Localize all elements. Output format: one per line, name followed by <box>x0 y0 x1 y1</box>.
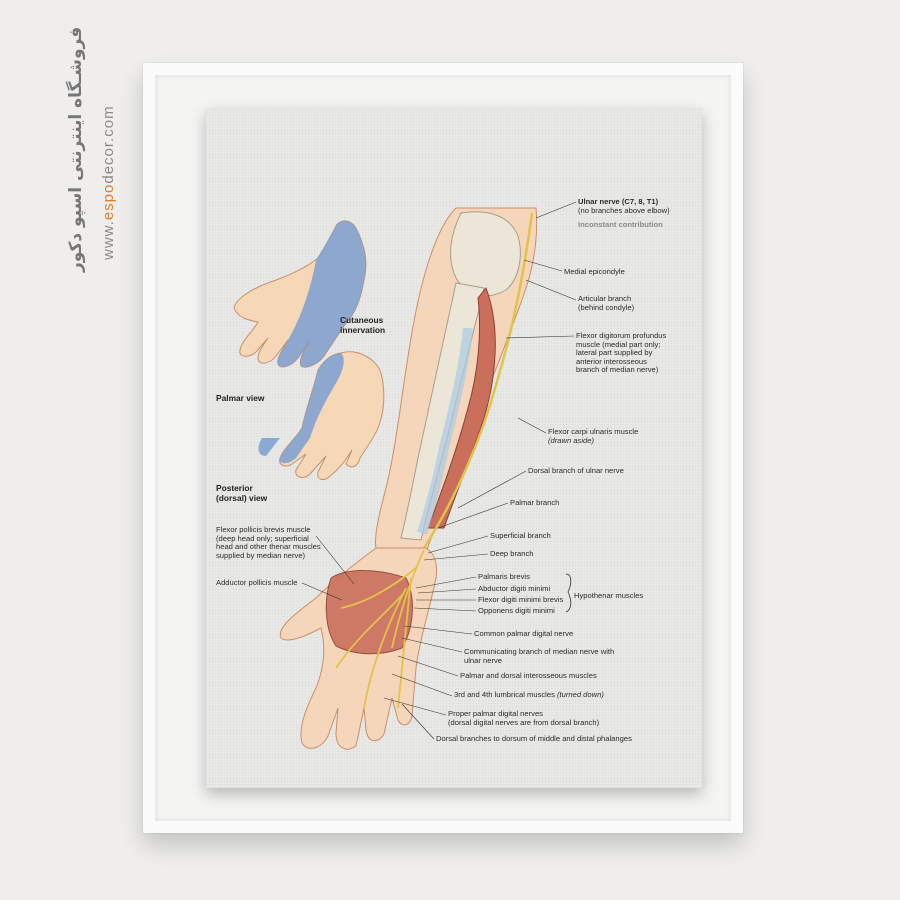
flexor-digiti-minimi-brevis-label: Flexor digiti minimi brevis <box>478 595 564 604</box>
store-name-watermark: فروشـگاه اینترنتی اسپو دکور <box>66 26 86 272</box>
deep-branch-label: Deep branch <box>490 549 534 558</box>
ulnar-nerve-note: (no branches above elbow) <box>578 206 670 215</box>
opponens-digiti-minimi-label: Opponens digiti minimi <box>478 606 555 615</box>
dorsal-branch-label: Dorsal branch of ulnar nerve <box>528 466 624 475</box>
dorsal-branches-phalanges-label: Dorsal branches to dorsum of middle and … <box>436 734 632 743</box>
url-prefix: www. <box>100 220 117 260</box>
palmar-branch-label: Palmar branch <box>510 498 560 507</box>
inconstant-contribution-label: Inconstant contribution <box>578 220 663 229</box>
url-suffix: decor.com <box>100 105 117 184</box>
leader-lines <box>301 201 577 740</box>
lumbrical-muscles-label: 3rd and 4th lumbrical muscles (turned do… <box>454 690 604 699</box>
medial-epicondyle-label: Medial epicondyle <box>564 267 625 276</box>
articular-branch-label: Articular branch(behind condyle) <box>578 294 635 312</box>
forearm-illustration <box>375 207 538 554</box>
abductor-digiti-minimi-label: Abductor digiti minimi <box>478 584 551 593</box>
communicating-branch-label: Communicating branch of median nerve wit… <box>464 647 615 665</box>
superficial-branch-label: Superficial branch <box>490 531 551 540</box>
interosseous-muscles-label: Palmar and dorsal interosseous muscles <box>460 671 597 680</box>
ulnar-nerve-label: Ulnar nerve (C7, 8, T1) <box>578 197 659 206</box>
dorsal-view-hand-illustration <box>258 351 385 480</box>
hypothenar-brace <box>565 573 572 613</box>
palmar-view-caption: Palmar view <box>216 393 265 403</box>
posterior-view-caption: Posterior(dorsal) view <box>216 483 268 503</box>
fcu-muscle-label: Flexor carpi ulnaris muscle(drawn aside) <box>548 427 639 445</box>
common-palmar-digital-nerve-label: Common palmar digital nerve <box>474 629 574 638</box>
flexor-pollicis-brevis-label: Flexor pollicis brevis muscle(deep head … <box>216 525 321 560</box>
palmar-view-hand-illustration <box>233 220 367 368</box>
hypothenar-muscles-label: Hypothenar muscles <box>574 591 644 600</box>
adductor-pollicis-label: Adductor pollicis muscle <box>216 578 298 587</box>
url-accent: espo <box>100 183 117 221</box>
proper-palmar-digital-nerves-label: Proper palmar digital nerves(dorsal digi… <box>448 709 600 727</box>
anatomy-illustration <box>233 201 577 750</box>
hand-nerve-illustration <box>279 547 437 750</box>
store-url-watermark: www.espodecor.com <box>100 105 117 260</box>
palmaris-brevis-label: Palmaris brevis <box>478 572 530 581</box>
